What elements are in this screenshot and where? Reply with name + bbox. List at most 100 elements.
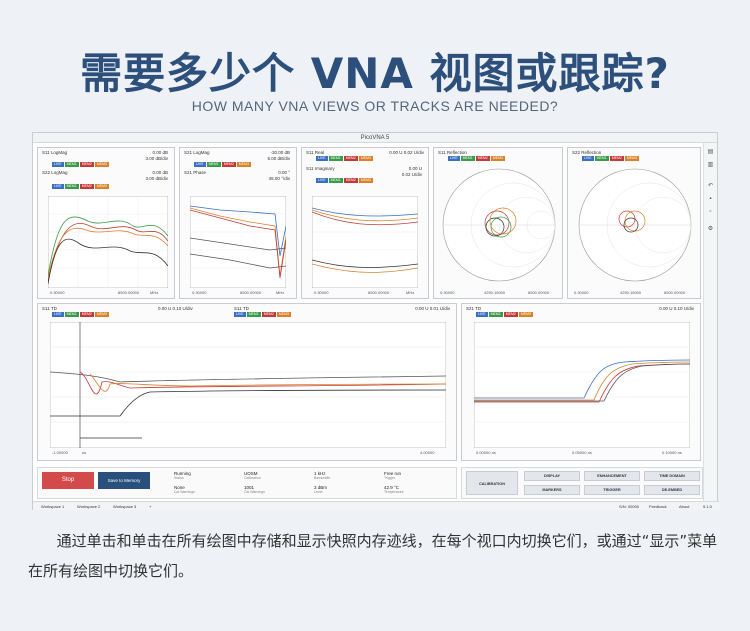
chip-mem2[interactable]: MEM2: [609, 156, 624, 161]
folder-icon[interactable]: ▫: [709, 209, 712, 215]
trigger-button[interactable]: TRIGGER: [584, 485, 640, 495]
chip-mem1[interactable]: MEM1: [488, 312, 503, 317]
plot-s11-td[interactable]: S11 TD 0.00 U 0.10 U/div S11 TD 0.00 U 0…: [37, 303, 457, 461]
tab-workspace-3[interactable]: Workspace 3: [113, 504, 137, 509]
chip-mem1[interactable]: MEM1: [64, 184, 79, 189]
chip-live[interactable]: LIVE: [582, 156, 594, 161]
display-button[interactable]: DISPLAY: [524, 471, 580, 481]
chip-mem3[interactable]: MEM3: [518, 312, 533, 317]
chip-mem2[interactable]: MEM2: [261, 312, 276, 317]
chip-mem2[interactable]: MEM2: [475, 156, 490, 161]
undo-icon[interactable]: ↶: [707, 183, 714, 189]
plot-title-a: S11 LogMag: [42, 150, 68, 155]
chip-mem1[interactable]: MEM1: [460, 156, 475, 161]
plot-title-a: S22 Reflection: [572, 150, 602, 155]
plot-s11-real[interactable]: S11 Real 0.00 U 0.02 U/div S11 Imaginary…: [301, 147, 429, 299]
x-unit-label: MHz: [150, 290, 159, 295]
page-title: 需要多少个 VNA 视图或跟踪?: [80, 49, 670, 98]
add-tab-button[interactable]: +: [149, 504, 152, 509]
save-to-memory-button[interactable]: Save to Memory: [98, 472, 150, 489]
plot-value-a2: 3.00 dB/div: [145, 156, 168, 161]
x-end-label: 4.00000: [420, 450, 435, 455]
stop-button[interactable]: Stop: [42, 472, 94, 489]
chip-mem2[interactable]: MEM2: [343, 178, 358, 183]
chip-mem1[interactable]: MEM1: [328, 156, 343, 161]
plot-canvas: [50, 322, 446, 448]
chip-live[interactable]: LIVE: [52, 312, 64, 317]
x-mid-label: 4250.15000: [620, 290, 642, 295]
export-icon[interactable]: ▤: [707, 149, 714, 155]
plot-value-b: 0.00 U 0.01 U/div: [415, 306, 450, 311]
chip-mem2[interactable]: MEM2: [343, 156, 358, 161]
plot-value-b: 0.00 U: [408, 166, 422, 171]
plot-title-b: S22 LogMag: [42, 170, 68, 175]
chip-mem3[interactable]: MEM3: [236, 162, 251, 167]
plot-s11-logmag[interactable]: S11 LogMag 0.00 dB 3.00 dB/div S22 LogMa…: [37, 147, 175, 299]
chip-mem3[interactable]: MEM3: [94, 184, 109, 189]
chip-live[interactable]: LIVE: [234, 312, 246, 317]
serial-number: S/N: 00000: [619, 504, 640, 509]
tab-workspace-2[interactable]: Workspace 2: [77, 504, 101, 509]
chip-mem1[interactable]: MEM1: [246, 312, 261, 317]
chip-live[interactable]: LIVE: [316, 156, 328, 161]
enhancement-button[interactable]: ENHANCEMENT: [584, 471, 640, 481]
about-link[interactable]: About: [679, 504, 690, 509]
chip-live[interactable]: LIVE: [52, 184, 64, 189]
chip-live[interactable]: LIVE: [448, 156, 460, 161]
chip-mem3[interactable]: MEM3: [624, 156, 639, 161]
chip-mem1[interactable]: MEM1: [594, 156, 609, 161]
chip-mem3[interactable]: MEM3: [94, 162, 109, 167]
chip-mem3[interactable]: MEM3: [490, 156, 505, 161]
chip-live[interactable]: LIVE: [476, 312, 488, 317]
chip-mem2[interactable]: MEM2: [503, 312, 518, 317]
x-end-label: 8500.00000: [528, 290, 550, 295]
chip-mem1[interactable]: MEM1: [64, 312, 79, 317]
x-end-label: 8500.00000: [118, 290, 140, 295]
chip-mem3[interactable]: MEM3: [358, 156, 373, 161]
chip-mem3[interactable]: MEM3: [276, 312, 291, 317]
feedback-link[interactable]: Feedback: [649, 504, 667, 509]
chip-mem2[interactable]: MEM2: [221, 162, 236, 167]
chip-live[interactable]: LIVE: [316, 178, 328, 183]
time-domain-button[interactable]: TIME DOMAIN: [644, 471, 700, 481]
save-icon[interactable]: ▪: [709, 196, 712, 202]
chip-mem2[interactable]: MEM2: [79, 162, 94, 167]
chip-mem1[interactable]: MEM1: [328, 178, 343, 183]
settings-icon[interactable]: ⚙: [707, 226, 714, 232]
de-embed-button[interactable]: DE-EMBED: [644, 485, 700, 495]
chip-live[interactable]: LIVE: [52, 162, 64, 167]
plot-value-a: 0.00 dB: [152, 150, 168, 155]
menu-panel: CALIBRATION DISPLAY ENHANCEMENT TIME DOM…: [461, 467, 703, 499]
chip-live[interactable]: LIVE: [194, 162, 206, 167]
window-title: PicoVNA 5: [33, 133, 717, 143]
chip-mem1[interactable]: MEM1: [206, 162, 221, 167]
print-icon[interactable]: ▥: [707, 162, 714, 168]
chip-mem3[interactable]: MEM3: [358, 178, 373, 183]
chip-mem2[interactable]: MEM2: [79, 184, 94, 189]
calibration-button[interactable]: CALIBRATION: [466, 471, 518, 495]
chip-mem2[interactable]: MEM2: [79, 312, 94, 317]
x-unit-label: MHz: [276, 290, 285, 295]
chip-mem3[interactable]: MEM3: [94, 312, 109, 317]
plot-s21-logmag[interactable]: S21 LogMag -30.00 dB 5.00 dB/div S21 Pha…: [179, 147, 297, 299]
markers-button[interactable]: MARKERS: [524, 485, 580, 495]
chip-mem1[interactable]: MEM1: [64, 162, 79, 167]
x-start-label: 0.00000 ns: [476, 450, 496, 455]
tab-workspace-1[interactable]: Workspace 1: [41, 504, 65, 509]
